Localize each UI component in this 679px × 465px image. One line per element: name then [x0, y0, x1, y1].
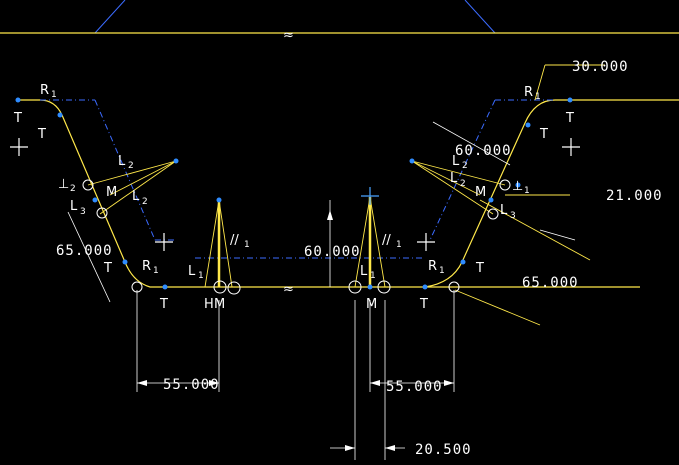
parallel-label: //: [230, 233, 239, 248]
length-label: L: [452, 154, 460, 169]
midpoint-label: M: [106, 185, 117, 200]
length-label: L: [360, 264, 368, 279]
profile-left-flank[interactable]: [18, 99, 640, 288]
length-label: L: [132, 189, 140, 204]
spike-left[interactable]: [204, 199, 233, 288]
perp-label: ⊥: [512, 179, 523, 194]
length-label: L: [70, 199, 78, 214]
dimension-lines: [67, 121, 576, 460]
leader-right-1: [479, 199, 591, 261]
midpoint-label: M: [475, 185, 486, 200]
midpoint-label: M: [366, 297, 377, 312]
dim-20-5[interactable]: 20.500: [415, 442, 472, 458]
spike-right[interactable]: [354, 196, 386, 288]
fan-lines-left: [87, 160, 177, 215]
constraint-labels: R 1 T T L 2 L 2 ⊥ 2 M L 3 T R 1 T L 1 //…: [13, 83, 574, 312]
construction-line-top-right[interactable]: [464, 0, 496, 34]
svg-text:1: 1: [439, 266, 445, 276]
tangency-rings[interactable]: [82, 179, 511, 295]
tangent-label: T: [159, 297, 168, 312]
length-label: L: [450, 171, 458, 186]
length-label: L: [500, 203, 508, 218]
construction-line-top-left[interactable]: [94, 0, 126, 34]
parallel-label: //: [382, 233, 391, 248]
tangent-label: T: [13, 111, 22, 126]
break-symbol-top: ≈: [283, 28, 294, 43]
svg-text:1: 1: [524, 186, 530, 196]
perp-label: ⊥: [58, 177, 69, 192]
radius-label: R: [524, 85, 533, 100]
dim-60-angle[interactable]: 60.000: [455, 143, 512, 159]
centerline-left-diag[interactable]: [94, 99, 156, 241]
svg-text:1: 1: [153, 266, 159, 276]
radius-label: R: [428, 259, 437, 274]
tangent-label: T: [475, 261, 484, 276]
tangent-label: T: [419, 297, 428, 312]
dim-21[interactable]: 21.000: [606, 188, 663, 204]
dimension-arrows: [137, 210, 454, 451]
svg-text:1: 1: [535, 92, 541, 102]
tangent-label: T: [37, 127, 46, 142]
dim-65-left[interactable]: 65.000: [56, 243, 113, 259]
tangent-label: T: [103, 261, 112, 276]
svg-text:1: 1: [51, 90, 57, 100]
dim-55-right[interactable]: 55.000: [386, 379, 443, 395]
dim-30[interactable]: 30.000: [572, 59, 629, 75]
midpoint-label: M: [214, 297, 225, 312]
leader-right-3: [454, 289, 541, 326]
radius-label: R: [40, 83, 49, 98]
length-label: L: [118, 154, 126, 169]
svg-text:2: 2: [70, 184, 76, 194]
cross-markers: [10, 138, 580, 251]
leader-top-right-2: [534, 64, 546, 101]
svg-text:2: 2: [128, 161, 134, 171]
svg-text:2: 2: [460, 179, 466, 189]
svg-text:1: 1: [244, 240, 250, 250]
fan-lines-right: [411, 160, 506, 215]
svg-text:1: 1: [396, 240, 402, 250]
tangent-label: T: [565, 111, 574, 126]
svg-text:2: 2: [142, 197, 148, 207]
dim-65-right[interactable]: 65.000: [522, 275, 579, 291]
svg-text:1: 1: [370, 271, 376, 281]
svg-text:1: 1: [198, 271, 204, 281]
dim-55-left[interactable]: 55.000: [163, 377, 220, 393]
dim-60-height[interactable]: 60.000: [304, 244, 361, 260]
horizontal-label: H: [204, 297, 214, 312]
tangent-label: T: [539, 127, 548, 142]
radius-label: R: [142, 259, 151, 274]
length-label: L: [188, 264, 196, 279]
svg-text:3: 3: [510, 211, 516, 221]
break-symbol-bottom: ≈: [283, 282, 294, 297]
profile-right-flank[interactable]: [424, 99, 679, 288]
sketch-vertices[interactable]: [15, 97, 573, 290]
svg-text:2: 2: [462, 161, 468, 171]
svg-text:3: 3: [80, 207, 86, 217]
